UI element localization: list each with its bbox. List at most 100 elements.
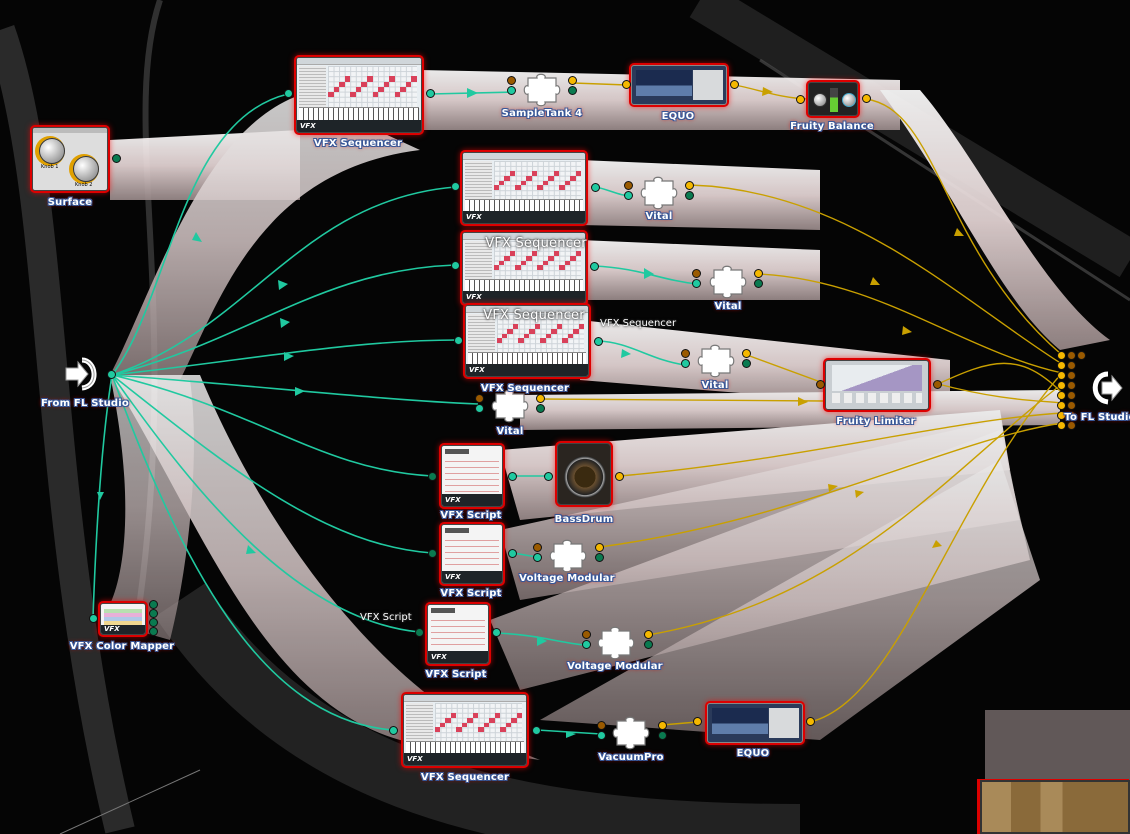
step-cell[interactable] [573,328,579,334]
step-cell[interactable] [344,76,351,82]
vfx-script-plugin[interactable]: VFX [427,604,489,664]
puzzle-plugin-icon[interactable] [522,72,562,112]
step-cell[interactable] [553,250,560,256]
input-port[interactable] [693,717,702,726]
step-cell[interactable] [542,180,549,186]
step-cell[interactable] [339,81,345,87]
equo-plugin[interactable] [707,703,803,743]
piano-keys[interactable] [406,740,524,753]
equo-plugin[interactable] [631,65,727,105]
step-cell[interactable] [366,76,373,82]
input-port[interactable] [1067,401,1076,410]
puzzle-plugin-icon[interactable] [490,388,530,428]
input-port[interactable] [428,472,437,481]
output-port[interactable] [149,609,158,618]
step-cell[interactable] [523,333,530,339]
input-port[interactable] [1057,361,1066,370]
step-cell[interactable] [496,338,502,344]
color-table[interactable] [104,609,142,625]
step-cell[interactable] [518,338,524,344]
input-port[interactable] [681,359,690,368]
step-cell[interactable] [516,712,522,718]
input-port[interactable] [89,614,98,623]
step-cell[interactable] [489,717,495,723]
step-cell[interactable] [509,250,516,256]
step-cell[interactable] [531,250,538,256]
input-port[interactable] [692,269,701,278]
output-port[interactable] [426,89,435,98]
step-cell[interactable] [564,260,571,266]
output-port[interactable] [644,640,653,649]
step-cell[interactable] [534,323,541,329]
step-grid[interactable] [434,703,522,743]
step-cell[interactable] [378,86,384,92]
vfx-script-plugin[interactable]: VFX [441,445,503,507]
step-cell[interactable] [500,727,506,733]
output-port[interactable] [594,337,603,346]
output-port[interactable] [149,627,158,636]
step-cell[interactable] [548,175,554,181]
step-cell[interactable] [509,170,516,176]
step-cell[interactable] [542,260,549,266]
step-cell[interactable] [578,323,584,329]
step-grid[interactable] [493,161,581,201]
input-port[interactable] [582,630,591,639]
step-cell[interactable] [520,260,527,266]
input-port[interactable] [624,181,633,190]
step-cell[interactable] [434,727,440,733]
partial-plugin[interactable] [980,780,1130,834]
step-grid[interactable] [328,66,417,108]
step-cell[interactable] [350,91,356,98]
piano-keys[interactable] [468,351,586,364]
output-port[interactable] [536,394,545,403]
from-fl-output-port[interactable] [107,370,116,379]
step-cell[interactable] [507,328,513,334]
input-port[interactable] [428,549,437,558]
step-cell[interactable] [551,328,557,334]
step-cell[interactable] [501,333,508,339]
step-cell[interactable] [355,86,362,92]
step-cell[interactable] [361,81,367,87]
step-cell[interactable] [383,81,390,87]
output-port[interactable] [492,628,501,637]
output-port[interactable] [730,80,739,89]
step-cell[interactable] [515,265,521,271]
input-port[interactable] [622,80,631,89]
output-port[interactable] [532,726,541,735]
vfx-sequencer-plugin[interactable]: VFX [462,152,586,224]
step-cell[interactable] [483,722,490,728]
step-cell[interactable] [498,260,505,266]
input-port[interactable] [507,86,516,95]
step-cell[interactable] [512,323,519,329]
step-cell[interactable] [389,76,395,82]
puzzle-plugin-icon[interactable] [596,625,636,665]
step-cell[interactable] [531,170,538,176]
step-cell[interactable] [450,712,457,718]
input-port[interactable] [1067,421,1076,430]
step-cell[interactable] [400,86,406,92]
step-cell[interactable] [564,180,571,186]
output-port[interactable] [685,191,694,200]
input-port[interactable] [1067,411,1076,420]
step-cell[interactable] [439,722,446,728]
input-port[interactable] [1057,381,1066,390]
step-cell[interactable] [411,76,417,82]
step-cell[interactable] [537,185,543,191]
input-port[interactable] [681,349,690,358]
input-port[interactable] [415,628,424,637]
knob-icon[interactable] [39,138,65,164]
output-port[interactable] [806,717,815,726]
output-port[interactable] [591,183,600,192]
input-port[interactable] [1057,401,1066,410]
step-cell[interactable] [575,170,581,176]
input-port[interactable] [796,95,805,104]
input-port[interactable] [1067,391,1076,400]
output-port[interactable] [742,359,751,368]
step-cell[interactable] [333,86,340,92]
to-fl-studio-node[interactable] [1088,370,1128,406]
knob-icon[interactable] [73,156,99,182]
input-port[interactable] [582,640,591,649]
input-port[interactable] [389,726,398,735]
input-port[interactable] [1067,361,1076,370]
